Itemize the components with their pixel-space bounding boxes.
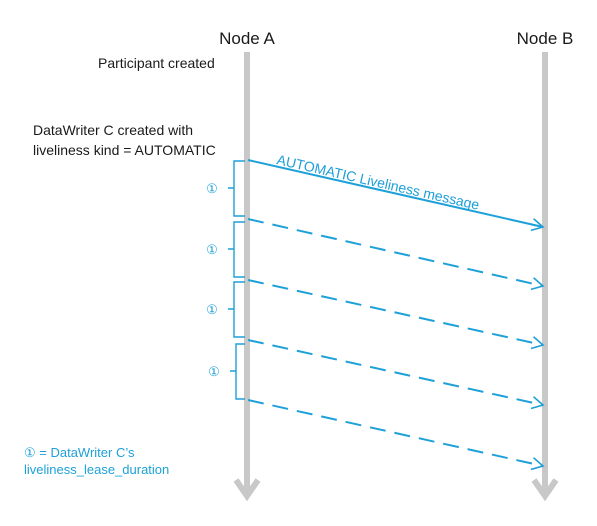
liveliness-heartbeat-arrow-3 (247, 339, 545, 410)
interval-brace-1 (228, 160, 245, 217)
node-b-title: Node B (517, 29, 574, 48)
legend-line1: ① = DataWriter C’s (24, 445, 135, 460)
interval-brace-4 (230, 343, 245, 400)
participant-created-label: Participant created (98, 55, 215, 71)
interval-marker-3: ① (206, 302, 218, 317)
interval-marker-4: ① (208, 364, 220, 379)
automatic-liveliness-message-arrow (247, 159, 545, 232)
datawriter-created-label-line2: liveliness kind = AUTOMATIC (33, 142, 216, 158)
liveliness-heartbeat-arrow-1 (247, 218, 545, 291)
interval-brace-2 (228, 221, 245, 278)
node-b-lifeline (531, 52, 559, 502)
legend-line2: liveliness_lease_duration (24, 462, 169, 477)
liveliness-heartbeat-arrow-4 (247, 399, 545, 471)
interval-marker-1: ① (206, 181, 218, 196)
liveliness-heartbeat-arrow-2 (247, 279, 545, 350)
automatic-liveliness-message-label: AUTOMATIC Liveliness message (275, 151, 481, 213)
node-a-title: Node A (219, 29, 275, 48)
interval-brace-3 (228, 281, 245, 338)
datawriter-created-label-line1: DataWriter C created with (33, 122, 193, 138)
node-a-lifeline (233, 52, 261, 502)
interval-marker-2: ① (206, 242, 218, 257)
